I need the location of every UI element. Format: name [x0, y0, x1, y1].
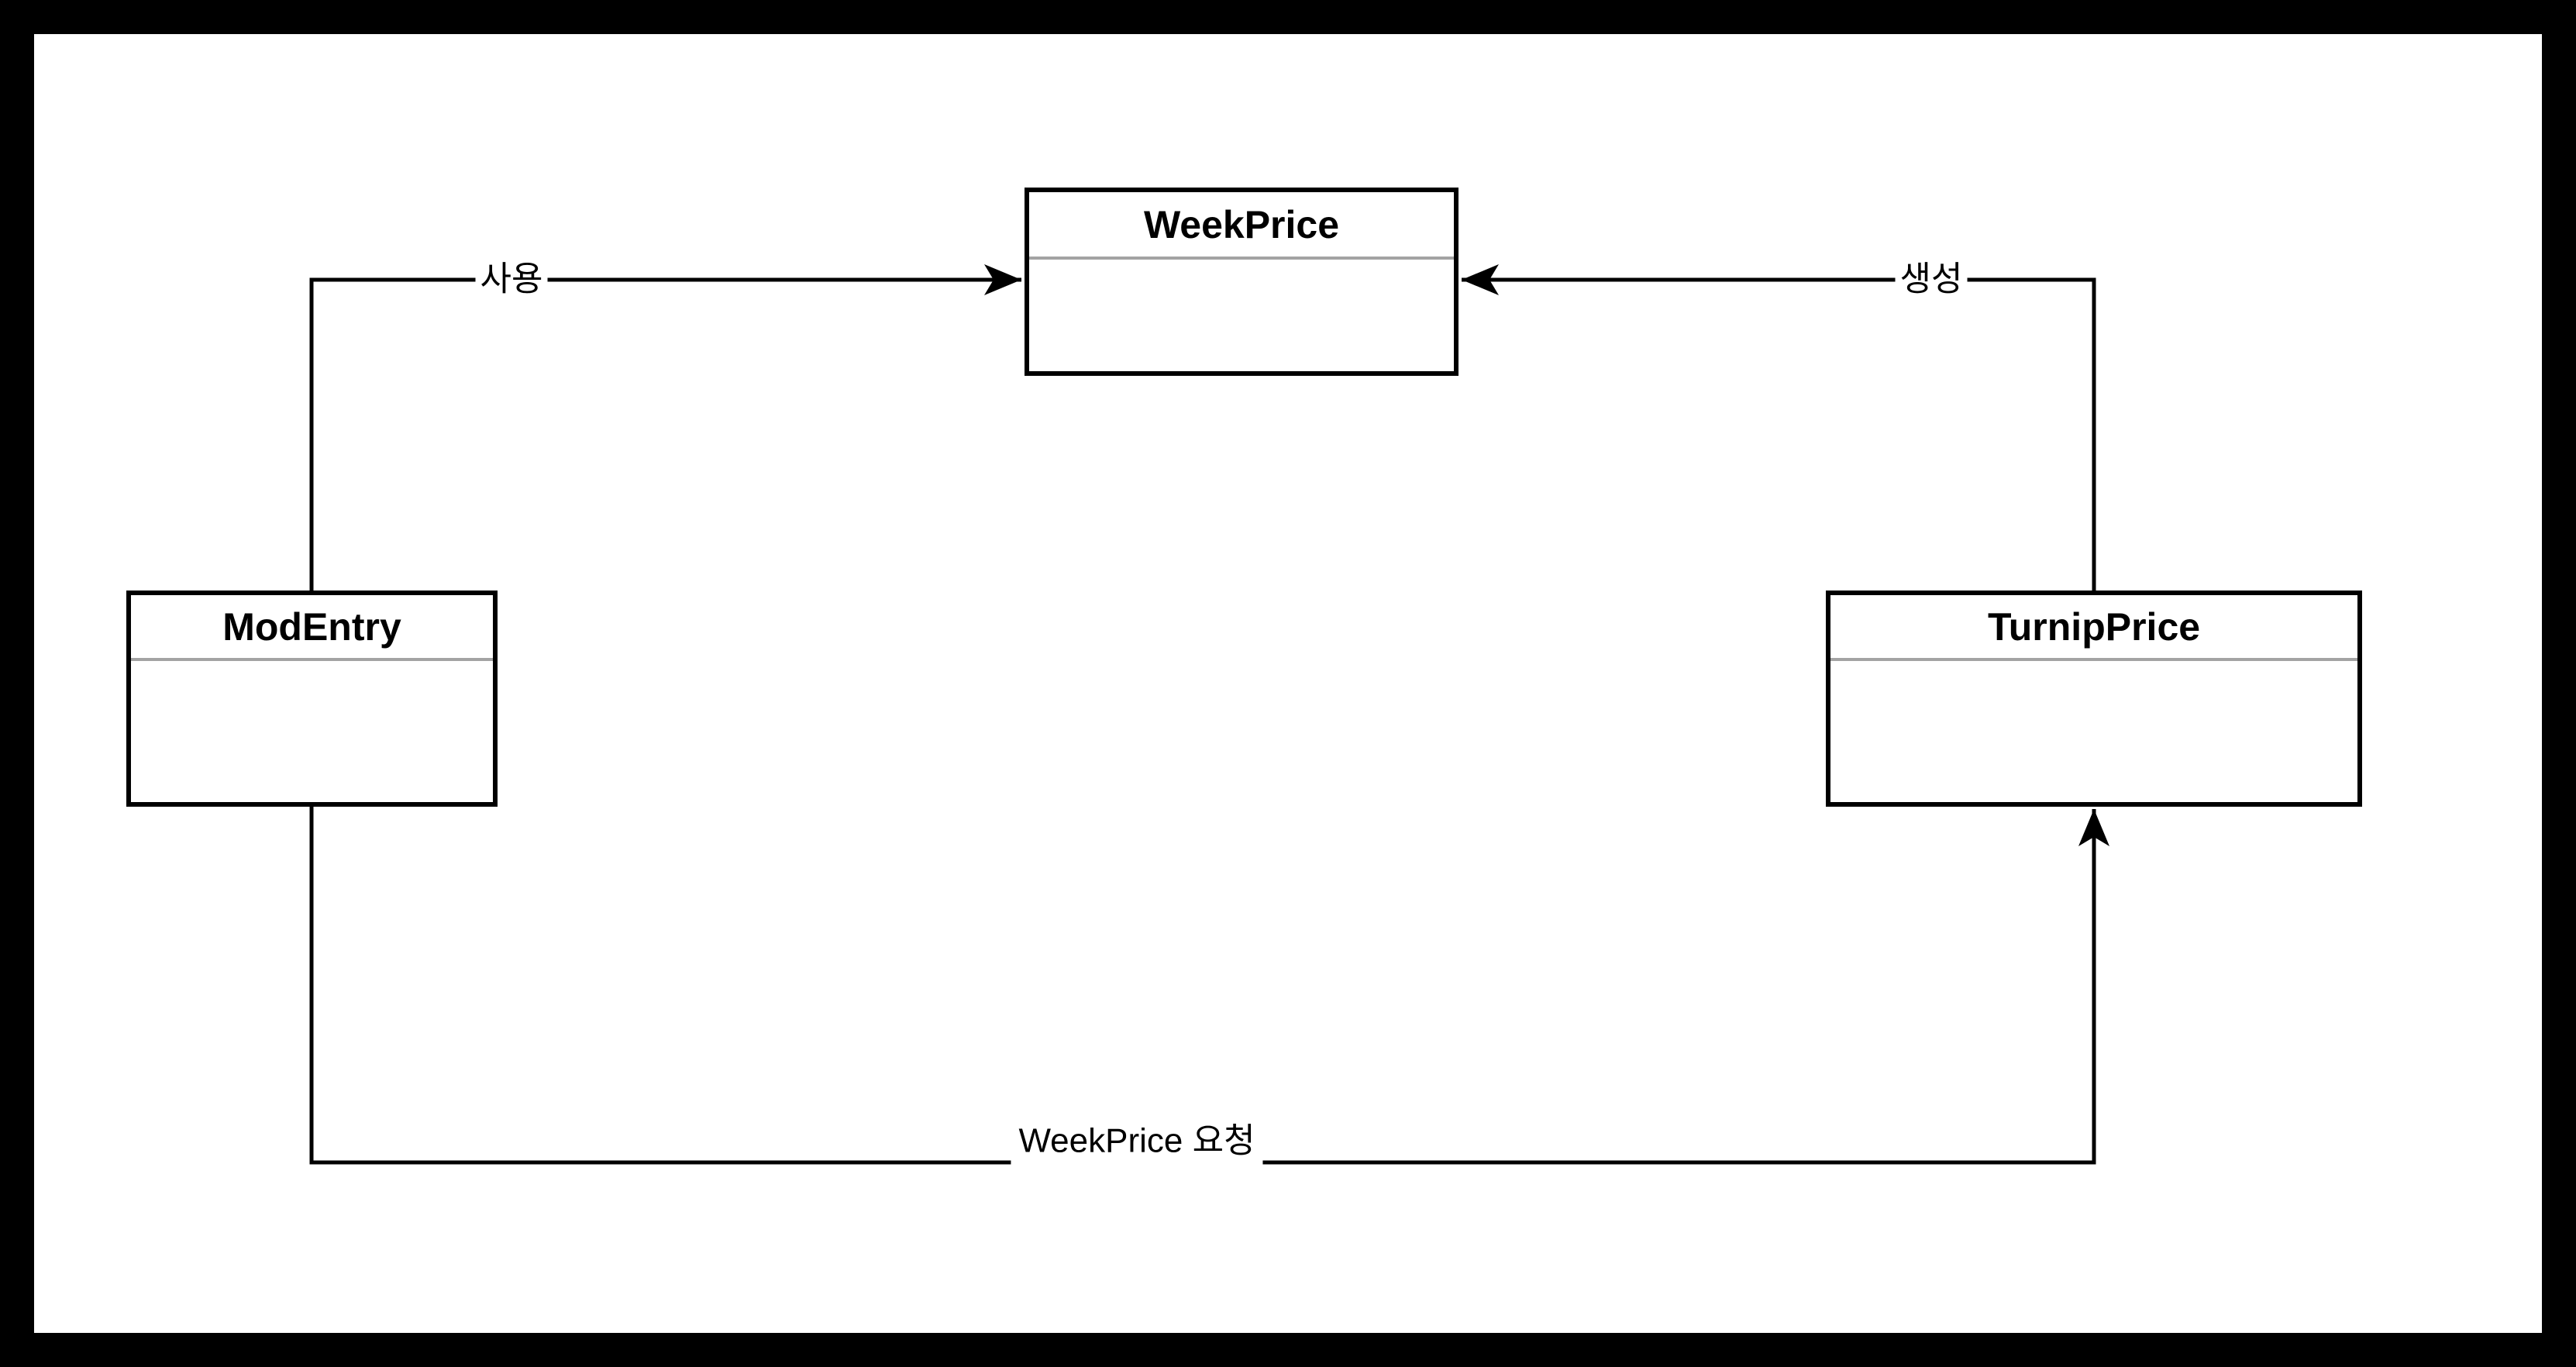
node-body [131, 661, 493, 802]
class-node-modentry: ModEntry [126, 591, 498, 807]
node-divider [1029, 257, 1454, 260]
edge-label-request: WeekPrice 요청 [1011, 1121, 1263, 1167]
class-node-weekprice: WeekPrice [1025, 188, 1458, 376]
edge-create [1462, 264, 2096, 591]
node-title-weekprice: WeekPrice [1143, 202, 1340, 246]
node-title-turnipprice: TurnipPrice [1987, 604, 2201, 649]
edge-label-create: 생성 [1895, 258, 1968, 301]
node-divider [1830, 658, 2357, 661]
edge-request [309, 807, 2109, 1165]
node-title-modentry: ModEntry [222, 604, 401, 649]
diagram-canvas: WeekPrice ModEntry TurnipPrice 사용 생성 Wee… [34, 34, 2542, 1333]
node-divider [131, 658, 493, 661]
node-body [1029, 260, 1454, 371]
class-node-turnipprice: TurnipPrice [1826, 591, 2362, 807]
node-body [1830, 661, 2357, 802]
edge-use [309, 264, 1021, 591]
edge-label-use: 사용 [475, 258, 548, 301]
